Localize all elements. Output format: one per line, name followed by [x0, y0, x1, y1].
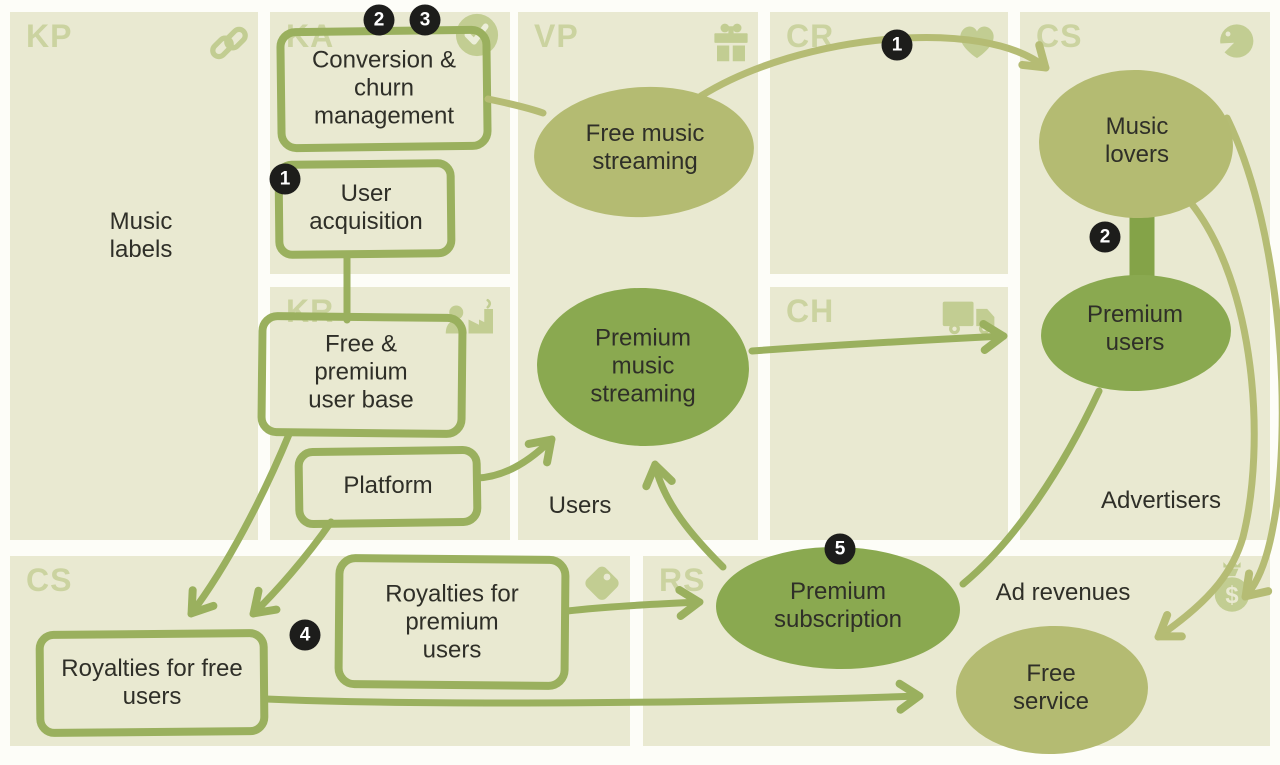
money-bag-icon: $ — [1210, 560, 1254, 621]
node-ad-revenues: Ad revenues — [995, 579, 1131, 607]
panel-code-ch: CH — [786, 293, 835, 329]
panel-code-rs: RS — [659, 562, 706, 598]
badge-step-2-premium-loop: 2 — [1089, 221, 1121, 253]
svg-text:$: $ — [1225, 583, 1238, 609]
panel-code-cr: CR — [786, 18, 835, 54]
heart-icon — [954, 20, 1000, 67]
node-premium-subscription: Premium subscription — [773, 578, 903, 633]
badge-step-5-subscription: 5 — [824, 533, 856, 565]
panel-cost-structure: CS — [10, 556, 630, 746]
truck-icon — [940, 295, 998, 344]
check-circle-icon — [454, 12, 500, 63]
node-user-acquisition: User acquisition — [309, 180, 423, 235]
tag-icon — [578, 560, 626, 613]
node-royalties-free-users: Royalties for free users — [61, 655, 243, 710]
panel-channels: CH — [770, 287, 1008, 540]
badge-step-3-conversion: 3 — [409, 4, 441, 36]
node-premium-users: Premium users — [1086, 301, 1183, 356]
gift-icon — [710, 20, 752, 69]
panel-code-cs-bottom: CS — [26, 562, 73, 598]
node-premium-music-streaming: Premium music streaming — [590, 324, 696, 407]
panel-code-cs-right: CS — [1036, 18, 1083, 54]
node-conversion-churn: Conversion & churn management — [311, 46, 457, 129]
panel-code-kp: KP — [26, 18, 73, 54]
node-users: Users — [548, 492, 612, 520]
node-platform: Platform — [343, 472, 433, 500]
panel-code-kr: KR — [286, 293, 335, 329]
badge-step-2-conversion: 2 — [363, 4, 395, 36]
badge-step-1-free-loop: 1 — [881, 29, 913, 61]
node-free-premium-user-base: Free & premium user base — [308, 330, 414, 413]
badge-step-1-user-acquisition: 1 — [269, 163, 301, 195]
node-royalties-premium-users: Royalties for premium users — [385, 580, 519, 663]
panel-customer-segments: CS — [1020, 12, 1270, 540]
panel-code-vp: VP — [534, 18, 579, 54]
node-free-service: Free service — [1012, 660, 1090, 715]
node-free-music-streaming: Free music streaming — [585, 120, 705, 175]
node-music-labels: Music labels — [109, 208, 173, 263]
face-icon — [1214, 20, 1256, 67]
panel-value-proposition: VP — [518, 12, 758, 540]
node-music-lovers: Music lovers — [1104, 113, 1170, 168]
node-advertisers: Advertisers — [1100, 487, 1222, 515]
link-icon — [208, 22, 250, 69]
user-factory-icon — [444, 293, 500, 344]
panel-key-partners: KP — [10, 12, 258, 540]
badge-step-4-royalties: 4 — [289, 619, 321, 651]
